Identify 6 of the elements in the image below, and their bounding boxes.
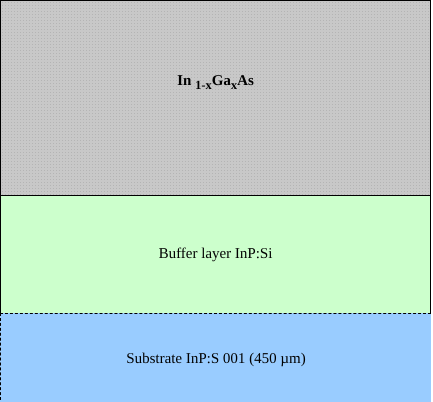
layer-box [0,0,431,196]
layer-label: Substrate InP:S 001 (450 µm) [126,351,306,368]
layer-label: In $_{1-x}$Ga$_{x}$As [177,73,254,93]
layer-box [0,195,431,314]
layer-label: Buffer layer InP:Si [158,246,272,263]
layer-box [0,313,431,402]
